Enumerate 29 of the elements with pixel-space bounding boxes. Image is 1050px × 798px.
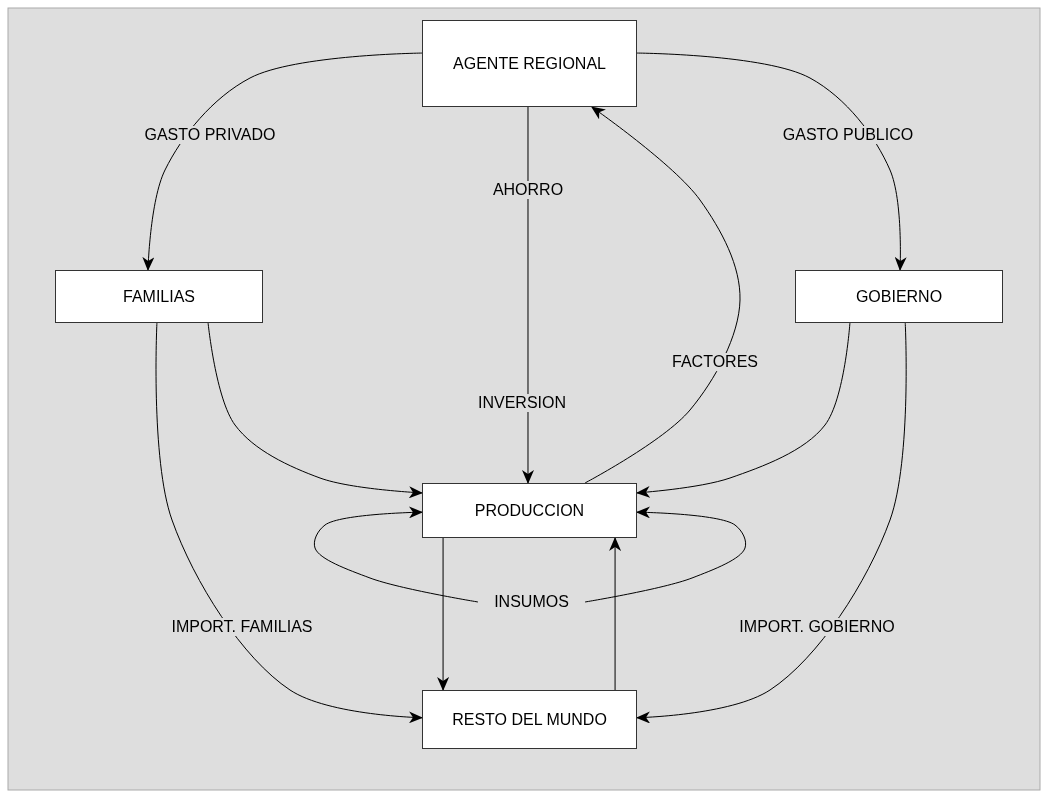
edge-label: IMPORT. GOBIERNO bbox=[737, 618, 897, 636]
process-box bbox=[422, 690, 637, 749]
arrow bbox=[437, 537, 450, 691]
process-box bbox=[422, 20, 637, 107]
flow-label: INVERSION bbox=[476, 394, 568, 412]
box-label: AGENTE REGIONAL bbox=[453, 54, 606, 73]
arrow bbox=[636, 52, 907, 271]
process-box bbox=[422, 483, 637, 538]
arrow bbox=[584, 506, 747, 603]
edge-label: GASTO PUBLICO bbox=[780, 126, 916, 144]
arrow bbox=[609, 537, 622, 691]
edge-label: GASTO PRIVADO bbox=[142, 126, 278, 144]
process-box bbox=[55, 270, 263, 323]
edge-label: FACTORES bbox=[670, 353, 760, 371]
arrow bbox=[207, 322, 423, 499]
process-box bbox=[795, 270, 1003, 323]
arrow bbox=[636, 322, 907, 724]
arrow bbox=[313, 506, 479, 603]
flow-label: INSUMOS bbox=[478, 590, 585, 614]
arrow bbox=[584, 106, 741, 484]
box-label: GOBIERNO bbox=[855, 287, 943, 306]
arrow bbox=[522, 106, 534, 484]
box-label: RESTO DEL MUNDO bbox=[452, 710, 607, 729]
arrow bbox=[155, 322, 423, 724]
edge-label: AHORRO bbox=[490, 181, 566, 199]
arrow bbox=[142, 52, 423, 271]
box-label: FAMILIAS bbox=[123, 287, 195, 306]
box-label: PRODUCCION bbox=[474, 501, 585, 520]
arrow bbox=[636, 322, 851, 498]
